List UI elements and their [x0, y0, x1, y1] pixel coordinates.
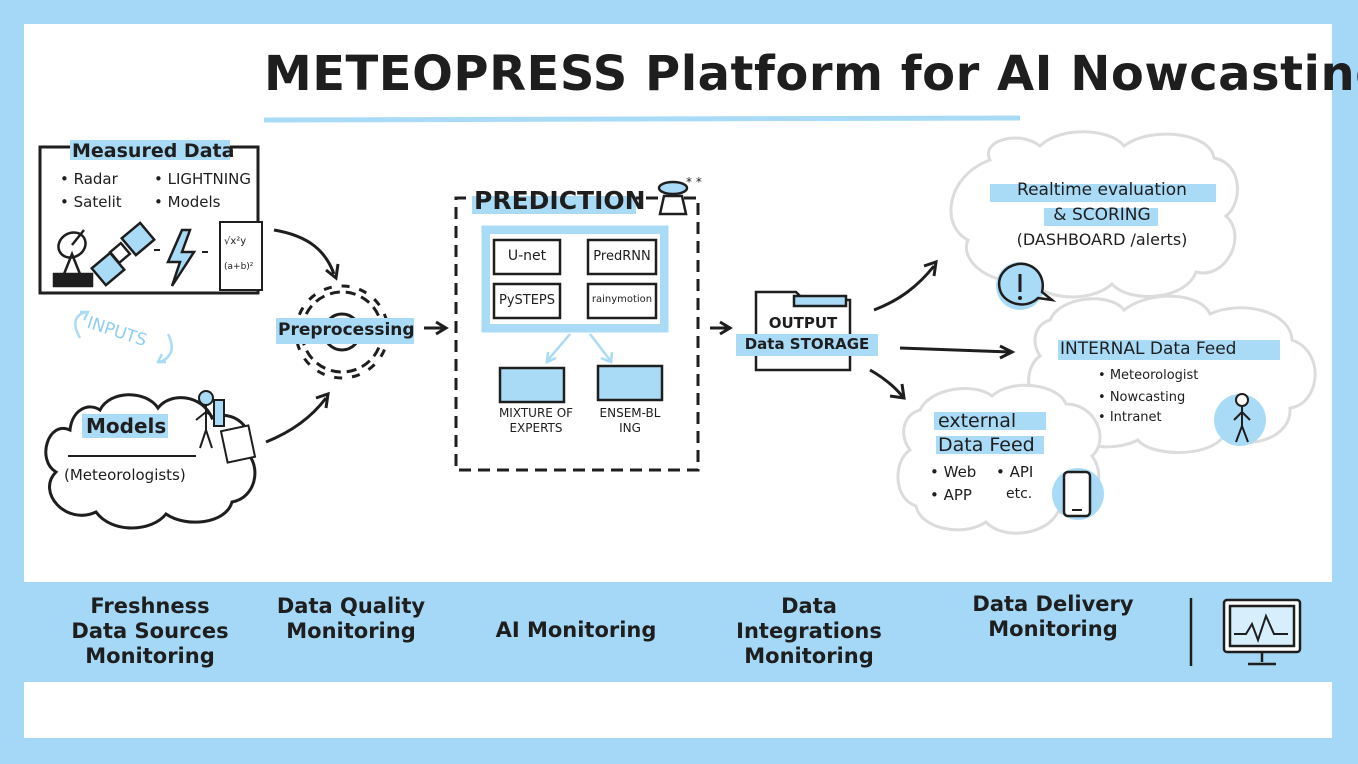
- monitoring-data-quality: Data Quality Monitoring: [276, 594, 426, 643]
- external-item-app: • APP: [930, 486, 972, 504]
- formula-card: [219, 221, 263, 291]
- phone-icon: [1062, 470, 1092, 518]
- internal-item-nowcasting: • Nowcasting: [1098, 390, 1186, 405]
- models-highlight: [82, 414, 168, 438]
- internal-item-intranet: • Intranet: [1098, 410, 1162, 425]
- external-heading-line2: Data Feed: [938, 434, 1035, 456]
- measured-item-models: • Models: [154, 193, 221, 211]
- svg-text:* *: * *: [686, 175, 702, 189]
- monitoring-ai: AI Monitoring: [495, 618, 657, 642]
- internal-item-meteorologist: • Meteorologist: [1098, 368, 1199, 383]
- storage-line2: Data STORAGE: [744, 335, 870, 353]
- internal-person-circle: [1214, 394, 1266, 446]
- formula-top: √x²y: [224, 236, 247, 247]
- monitoring-data-delivery: Data Delivery Monitoring: [972, 592, 1134, 641]
- person-icon: [195, 390, 225, 449]
- satellite-icon: [89, 221, 157, 287]
- external-item-api: • API: [996, 463, 1034, 481]
- internal-heading: INTERNAL Data Feed: [1060, 339, 1237, 359]
- prediction-highlight: [472, 196, 636, 214]
- prediction-heading: PREDICTION: [474, 186, 646, 215]
- model-unet: U-net: [507, 248, 547, 264]
- model-predrnn: PredRNN: [593, 249, 651, 264]
- monitoring-freshness: Freshness Data Sources Monitoring: [71, 594, 229, 668]
- realtime-line2: & SCORING: [1053, 205, 1151, 225]
- measured-data-heading: Measured Data: [72, 140, 235, 162]
- realtime-line1: Realtime evaluation: [1017, 180, 1187, 200]
- title-underline: [263, 115, 1021, 123]
- external-item-web: • Web: [930, 463, 977, 481]
- radar-dish-icon: [52, 229, 94, 288]
- realtime-line3: (DASHBOARD /alerts): [1016, 230, 1188, 249]
- lightning-icon: [154, 228, 208, 287]
- external-item-etc: etc.: [1006, 486, 1033, 502]
- mixture-label: MIXTURE OF EXPERTS: [498, 406, 574, 435]
- model-rainymotion: rainymotion: [591, 294, 653, 305]
- page-title: METEOPRESS Platform for AI Nowcasting: [264, 46, 1358, 102]
- monitor-icon: [1222, 598, 1302, 666]
- notes-card: [219, 424, 257, 464]
- storage-line1: OUTPUT: [768, 314, 838, 332]
- alert-bubble-icon: [996, 262, 1057, 310]
- measured-item-radar: • Radar: [60, 170, 118, 188]
- preprocessing-label: Preprocessing: [278, 320, 415, 340]
- storage-highlight: [736, 334, 878, 356]
- ensembling-label: ENSEM-BLING: [599, 406, 661, 435]
- measured-item-lightning: • LIGHTNING: [154, 170, 251, 188]
- models-subtitle: (Meteorologists): [64, 466, 186, 484]
- preprocessing-highlight: [276, 318, 414, 344]
- person-icon: [1233, 393, 1251, 443]
- models-heading: Models: [86, 414, 167, 438]
- monitoring-data-integrations: Data Integrations Monitoring: [736, 594, 882, 668]
- measured-item-satelit: • Satelit: [60, 193, 122, 211]
- monitoring-band: [24, 582, 1332, 682]
- external-heading-line1: external: [938, 410, 1017, 432]
- measured-heading-highlight: [70, 140, 230, 160]
- formula-bottom: (a+b)²: [224, 262, 254, 272]
- model-pysteps: PySTEPS: [498, 293, 556, 308]
- lamp-icon: * *: [657, 175, 702, 216]
